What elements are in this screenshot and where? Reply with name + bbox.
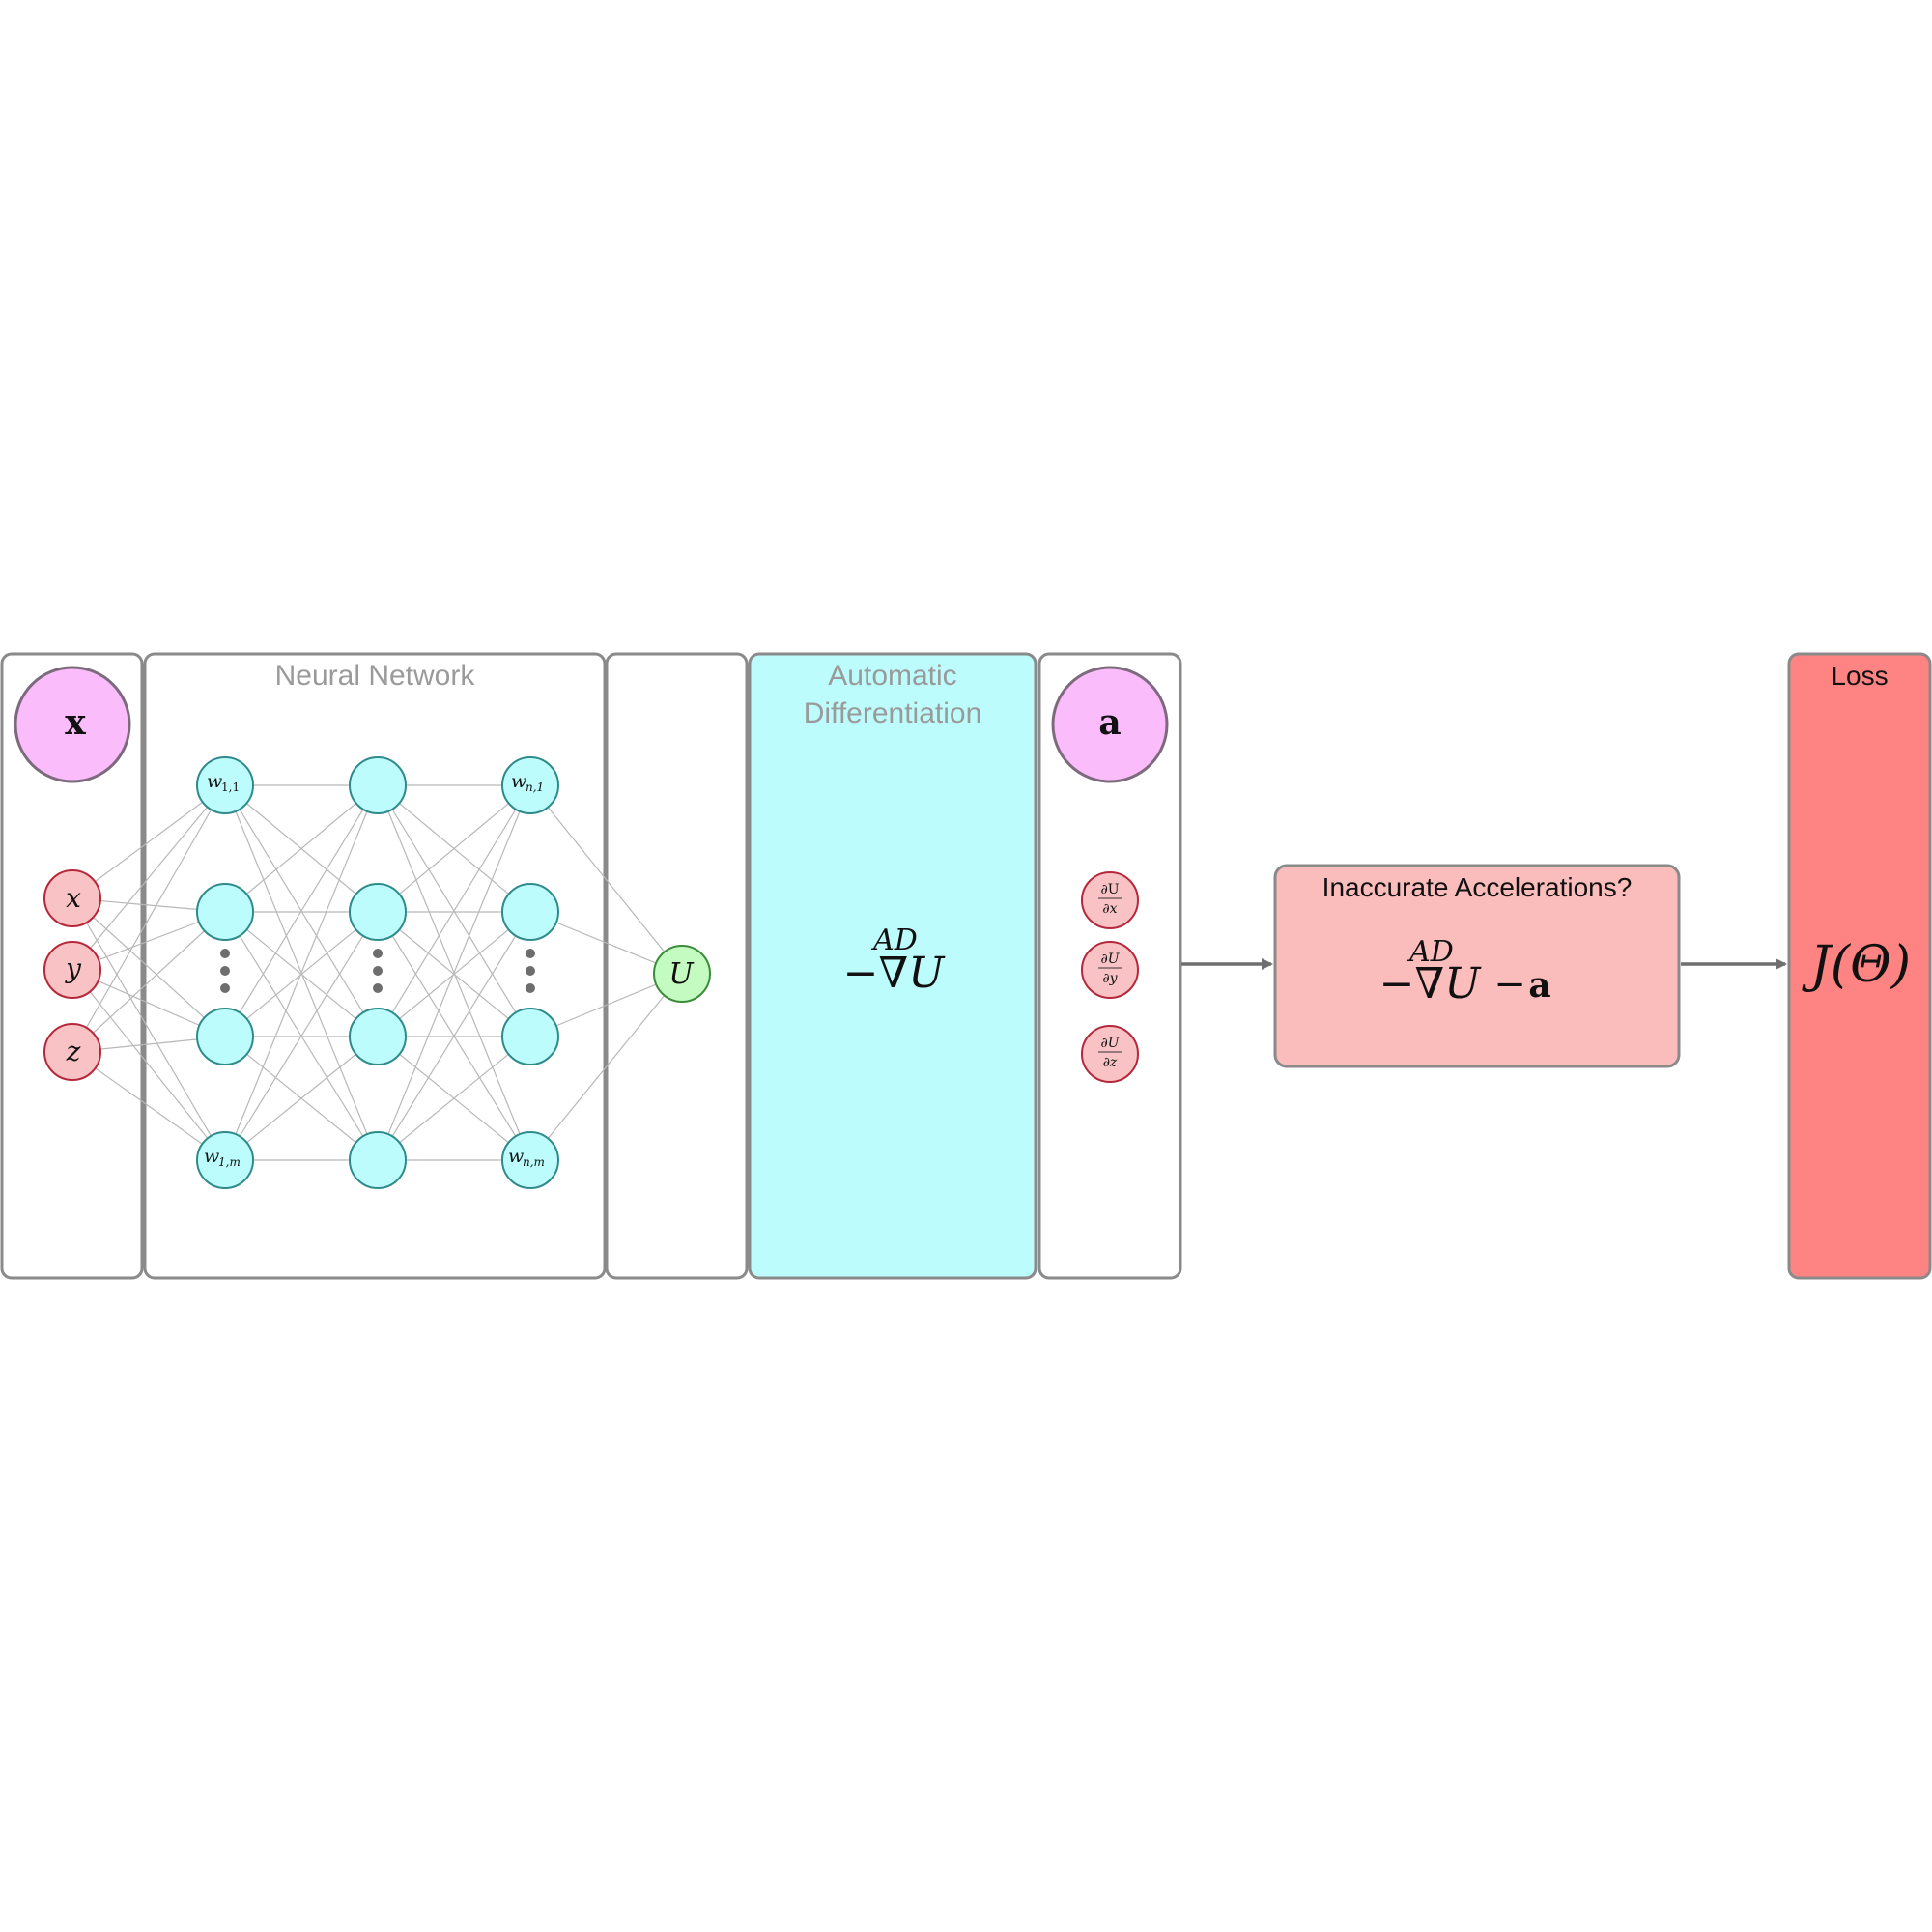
hidden-node-w11: w 1,1 <box>196 756 254 814</box>
network-edge-44 <box>529 784 683 975</box>
gradient-den-y: ∂y <box>1102 971 1118 986</box>
input-label-z: z <box>66 1036 81 1067</box>
compare-minus: − <box>1493 962 1526 1007</box>
network-edge-20 <box>224 784 379 1037</box>
gradient-num-x: ∂U <box>1100 882 1119 897</box>
network-edge-42 <box>377 1036 531 1161</box>
gradient-node-z: ∂U ∂z <box>1081 1025 1139 1083</box>
hidden-node-l3-2 <box>501 883 559 941</box>
network-edge-2 <box>71 897 226 1037</box>
network-edge-9 <box>71 911 226 1053</box>
hidden-label-wnm-base: w <box>508 1146 524 1167</box>
network-edge-8 <box>71 784 226 1053</box>
compare-panel <box>1273 864 1681 1068</box>
network-edge-40 <box>377 784 531 1161</box>
network-edge-16 <box>224 784 379 913</box>
input-node-x: x <box>43 869 101 927</box>
input-vector-node <box>14 666 131 783</box>
output-label: U <box>668 957 695 991</box>
loss-expression: J(Θ) <box>1802 936 1911 994</box>
network-edge-7 <box>71 969 226 1161</box>
hidden-node-l1-2 <box>196 883 254 941</box>
input-node-z: z <box>43 1023 101 1081</box>
network-edge-47 <box>529 973 683 1161</box>
loss-title: Loss <box>1831 661 1888 691</box>
acceleration-vector-symbol: a <box>1098 702 1121 743</box>
hidden-node-w1m: w 1,m <box>196 1131 254 1189</box>
network-panel <box>143 652 607 1280</box>
hidden-label-wnm-sub: n,m <box>523 1155 545 1169</box>
acceleration-vector-node <box>1051 666 1169 783</box>
ellipsis-dots-l1 <box>220 949 230 993</box>
output-node-U: U <box>653 945 711 1003</box>
hidden-node-wn1: w n,1 <box>501 756 559 814</box>
input-vector-symbol: x <box>65 702 86 743</box>
hidden-node-l3-3 <box>501 1008 559 1065</box>
autodiff-op-label: AD <box>870 923 918 957</box>
autodiff-panel <box>748 652 1037 1280</box>
network-edge-25 <box>224 911 379 1161</box>
compare-accel-symbol: a <box>1528 965 1550 1006</box>
hidden-label-w11-sub: 1,1 <box>221 781 240 794</box>
hidden-label-w1m-base: w <box>204 1146 219 1167</box>
network-edge-36 <box>377 784 531 1037</box>
loss-panel <box>1787 652 1932 1280</box>
input-label-y: y <box>64 952 82 984</box>
hidden-label-w11-base: w <box>207 771 222 792</box>
network-edge-26 <box>224 1036 379 1161</box>
compare-op-label: AD <box>1406 935 1454 969</box>
network-edge-32 <box>377 784 531 913</box>
compare-title: Inaccurate Accelerations? <box>1322 872 1633 902</box>
network-edge-3 <box>71 897 226 1161</box>
input-node-y: y <box>43 941 101 999</box>
network-edge-41 <box>377 911 531 1161</box>
hidden-node-l1-3 <box>196 1008 254 1065</box>
hidden-label-wn1-sub: n,1 <box>526 781 544 794</box>
gradient-node-x: ∂U ∂x <box>1081 871 1139 929</box>
gradient-den-x: ∂x <box>1102 901 1117 917</box>
gradient-node-y: ∂U ∂y <box>1081 941 1139 999</box>
hidden-node-l2-2 <box>349 883 407 941</box>
ellipsis-dots-l2 <box>373 949 383 993</box>
network-title: Neural Network <box>275 660 476 692</box>
network-edge-24 <box>224 784 379 1161</box>
input-label-x: x <box>66 882 81 914</box>
network-edge-0 <box>71 784 226 899</box>
network-edge-11 <box>71 1051 226 1161</box>
network-edge-4 <box>71 784 226 971</box>
autodiff-expression: −∇U <box>843 949 947 998</box>
autodiff-title-line1: Automatic <box>828 660 956 692</box>
hidden-label-w1m-sub: 1,m <box>218 1155 241 1169</box>
hidden-node-l2-3 <box>349 1008 407 1065</box>
hidden-node-l2-4 <box>349 1131 407 1189</box>
gradient-num-z: ∂U <box>1100 1036 1120 1051</box>
gradient-num-y: ∂U <box>1100 952 1120 967</box>
compare-grad-expression: −∇U <box>1379 959 1483 1009</box>
ellipsis-dots-l3 <box>526 949 535 993</box>
gradient-den-z: ∂z <box>1103 1055 1118 1070</box>
hidden-node-l2-1 <box>349 756 407 814</box>
hidden-label-wn1-base: w <box>511 771 526 792</box>
autodiff-title-line2: Differentiation <box>804 697 982 729</box>
hidden-node-wnm: w n,m <box>501 1131 559 1189</box>
